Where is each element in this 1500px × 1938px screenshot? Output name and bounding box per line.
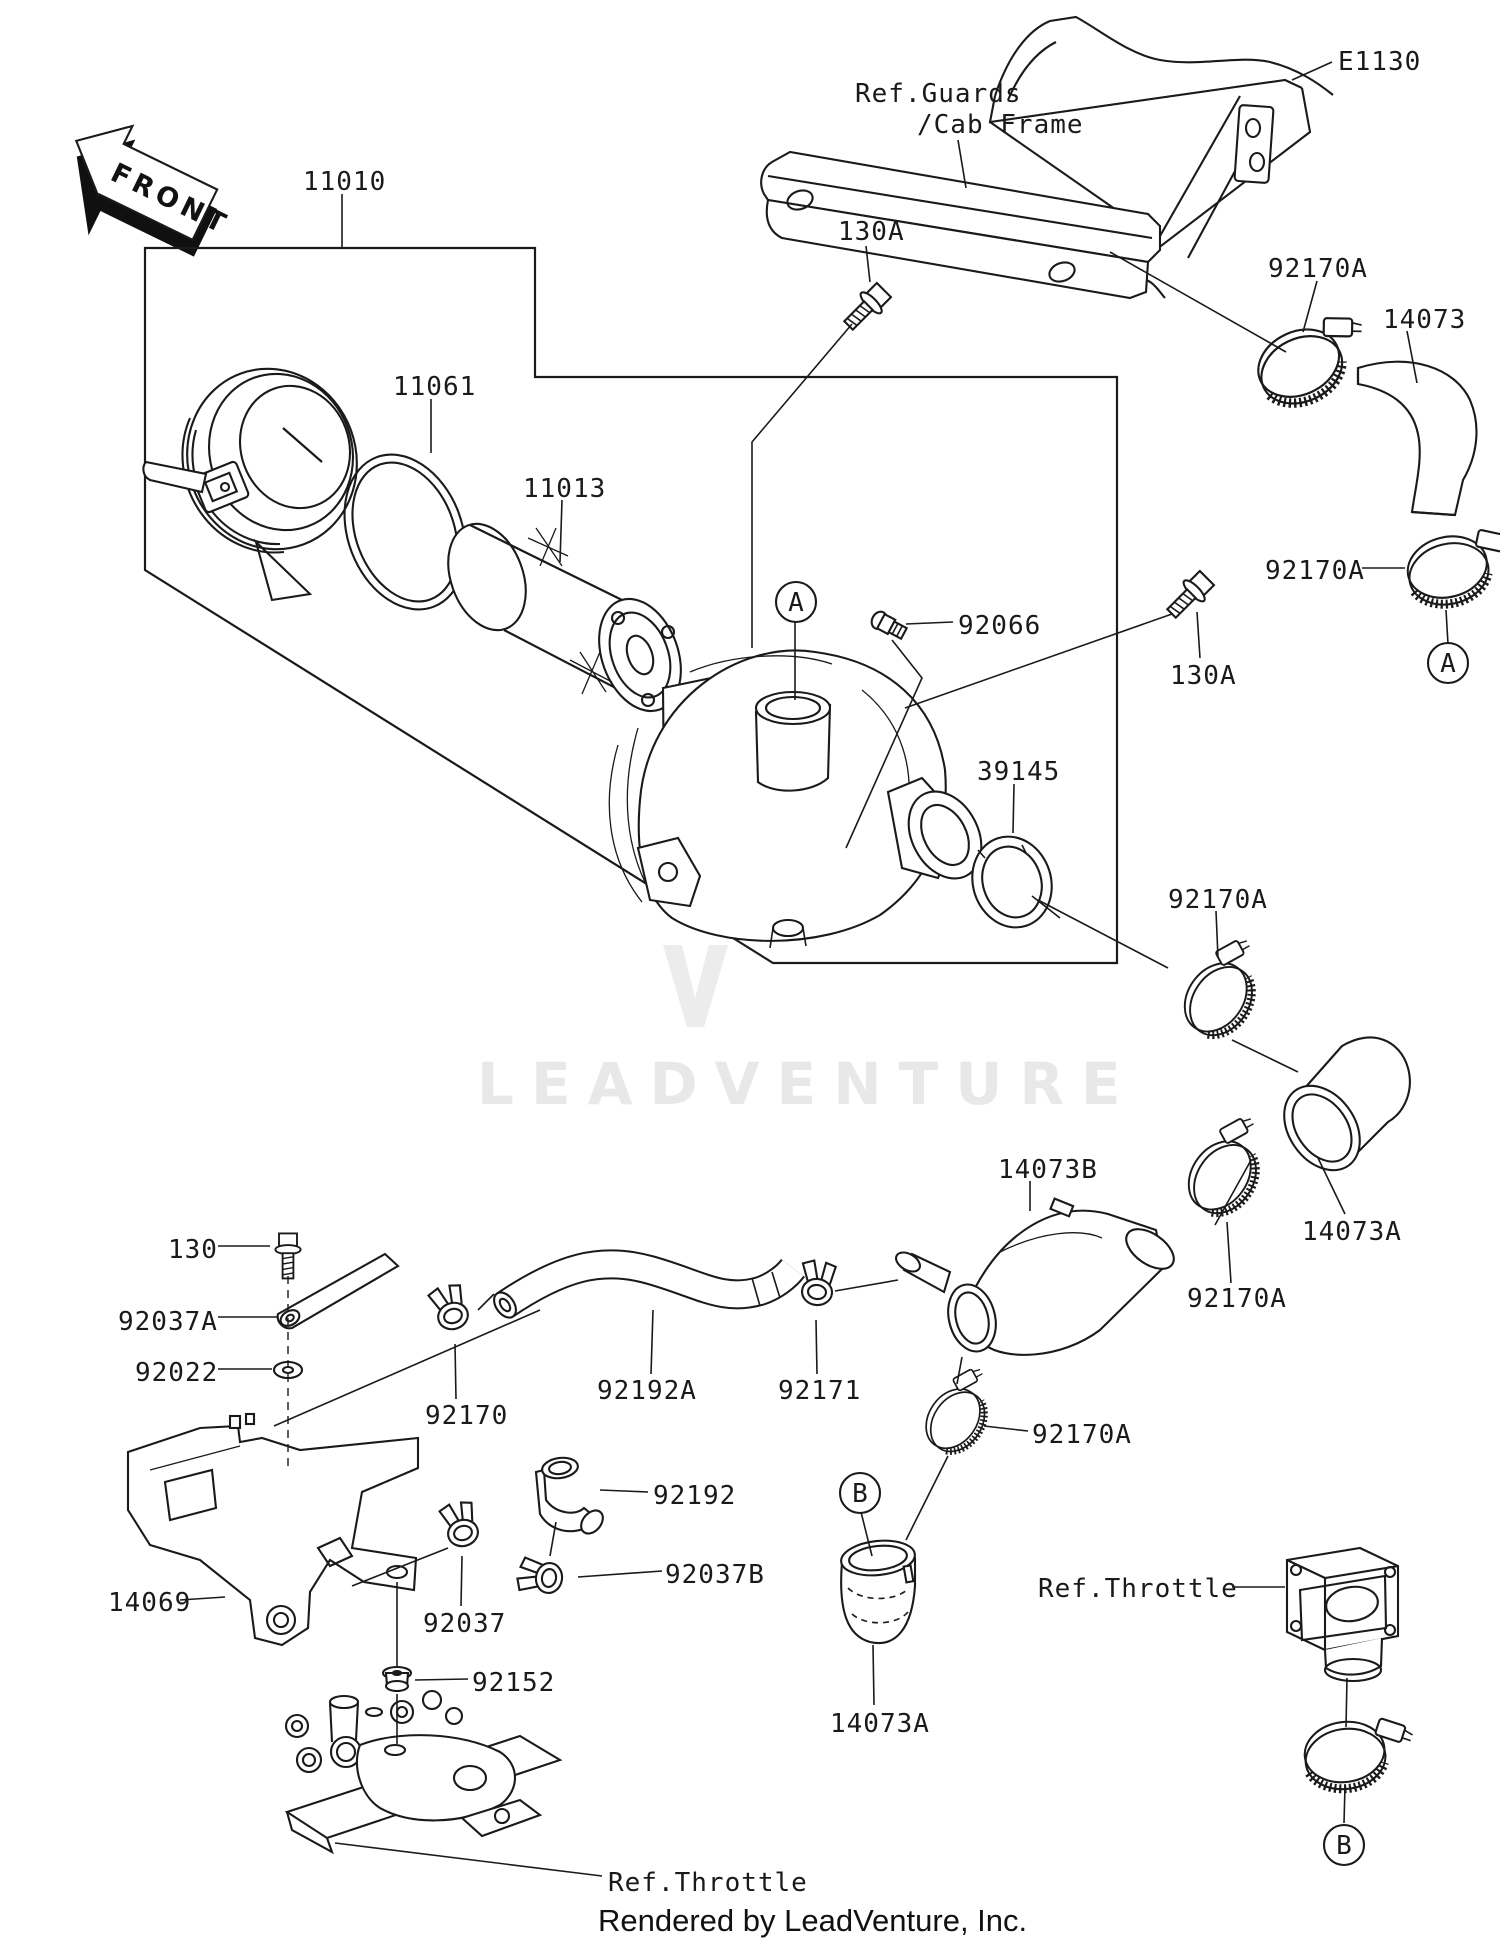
part-label-92170a-5: 92170A — [1032, 1420, 1132, 1450]
part-label-130a-2: 130A — [1170, 661, 1237, 691]
filter-hatch-marks — [527, 527, 613, 695]
elbow-fitting-92192 — [534, 1456, 604, 1535]
air-box-inlet-port — [754, 690, 832, 792]
marker-b1-label: B — [852, 1479, 868, 1509]
duct-sleeve-14073a-1 — [1283, 1036, 1411, 1172]
part-label-92037: 92037 — [423, 1609, 506, 1639]
hose-clamp-92170a-5 — [915, 1357, 1010, 1461]
part-label-92170a-3: 92170A — [1168, 885, 1268, 915]
throttle-adapter — [1285, 1546, 1400, 1683]
duct-nipple — [895, 1251, 952, 1294]
marker-a2-label: A — [1440, 649, 1456, 679]
part-label-14073: 14073 — [1383, 305, 1466, 335]
bolt-130 — [274, 1232, 302, 1280]
part-label-92022: 92022 — [135, 1358, 218, 1388]
o-ring-11061 — [343, 453, 467, 611]
leader-lines — [179, 61, 1449, 1877]
drain-plug-92066 — [870, 610, 909, 641]
throttle-body — [284, 1689, 563, 1855]
air-cleaner-body — [608, 649, 983, 949]
part-label-14073b: 14073B — [998, 1155, 1098, 1185]
ref-label-throttle-right: Ref.Throttle — [1038, 1574, 1238, 1604]
hose-clamp-92170a-6 — [1301, 1712, 1422, 1794]
part-label-11010: 11010 — [303, 167, 386, 197]
air-box-mount-tab — [636, 836, 702, 908]
guard-bracket-bar — [760, 150, 1162, 300]
cab-frame-structure — [760, 15, 1334, 300]
part-label-11013: 11013 — [523, 474, 606, 504]
marker-circle-a-1: A — [774, 580, 818, 624]
bracket-14069 — [126, 1412, 420, 1647]
part-label-39145: 39145 — [977, 757, 1060, 787]
ref-label-throttle-bottom: Ref.Throttle — [608, 1868, 808, 1898]
frame-code-label: E1130 — [1338, 47, 1421, 77]
strap-92037a — [276, 1252, 400, 1330]
marker-circle-a-2: A — [1426, 641, 1470, 685]
part-label-92192: 92192 — [653, 1481, 736, 1511]
holder-ring-39145 — [971, 835, 1061, 929]
assembly-group-box — [143, 246, 1119, 965]
part-label-92066: 92066 — [958, 611, 1041, 641]
ref-label-cab-frame: /Cab Frame — [917, 110, 1084, 140]
marker-circle-b-1: B — [838, 1471, 882, 1515]
clamp-92170 — [426, 1280, 474, 1335]
frame-tab-plate — [1233, 104, 1275, 184]
part-label-11061: 11061 — [393, 372, 476, 402]
air-cleaner-cap — [142, 367, 358, 602]
bolt-130a-top — [837, 279, 895, 337]
boot-14073a-2 — [840, 1539, 917, 1645]
part-label-130a-1: 130A — [838, 217, 905, 247]
part-label-92170: 92170 — [425, 1401, 508, 1431]
ref-label-guards: Ref.Guards — [855, 79, 1022, 109]
hose-clamp-92170a-2 — [1401, 520, 1500, 612]
part-callouts: 11010 Ref.Guards /Cab Frame E1130 130A 1… — [108, 47, 1466, 1898]
part-label-92152: 92152 — [472, 1668, 555, 1698]
part-label-14069: 14069 — [108, 1588, 191, 1618]
marker-a1-label: A — [788, 588, 804, 618]
part-label-14073a-1: 14073A — [1302, 1217, 1402, 1247]
part-label-92192a: 92192A — [597, 1376, 697, 1406]
part-label-92171: 92171 — [778, 1376, 861, 1406]
watermark-text: LEADVENTURE — [477, 1050, 1138, 1118]
marker-b2-label: B — [1336, 1831, 1352, 1861]
cap-clamp-buckle — [142, 460, 250, 514]
part-label-92170a-1: 92170A — [1268, 254, 1368, 284]
grommet-92152 — [381, 1665, 413, 1693]
air-box-outlet-port — [886, 776, 983, 880]
filter-element-11013 — [447, 522, 682, 713]
watermark-v-icon — [663, 945, 728, 1027]
breather-hose-92192a — [493, 1249, 805, 1319]
marker-circle-b-2: B — [1322, 1823, 1366, 1867]
part-label-92037a: 92037A — [118, 1307, 218, 1337]
clamp-92171 — [797, 1258, 838, 1308]
clamp-92037b — [514, 1555, 566, 1599]
part-label-14073a-2: 14073A — [830, 1709, 930, 1739]
part-label-92170a-2: 92170A — [1265, 556, 1365, 586]
elbow-hose-14073 — [1356, 360, 1478, 517]
part-label-92170a-4: 92170A — [1187, 1284, 1287, 1314]
render-credit: Rendered by LeadVenture, Inc. — [598, 1903, 1027, 1938]
clamp-92037 — [437, 1497, 483, 1552]
hose-clamp-92170a-3 — [1172, 927, 1282, 1047]
part-label-130: 130 — [168, 1235, 218, 1265]
hose-clamp-92170a-4 — [1176, 1105, 1286, 1225]
hose-clamp-92170a-1 — [1247, 303, 1384, 417]
part-label-92037b: 92037B — [665, 1560, 765, 1590]
intake-duct-14073b — [895, 1197, 1175, 1356]
